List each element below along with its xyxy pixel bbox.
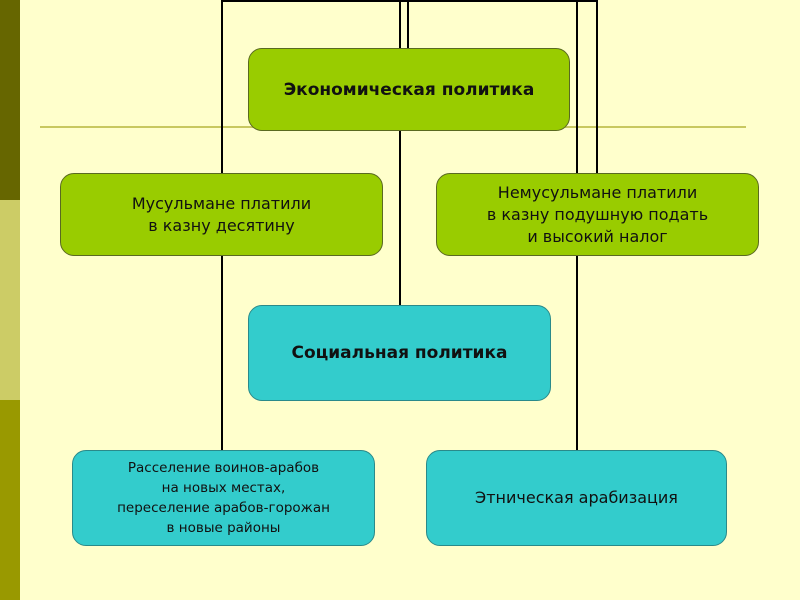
economic-policy-box: Экономическая политика xyxy=(248,48,570,131)
social-policy-box: Социальная политика xyxy=(248,305,551,401)
muslims-tax-text: Мусульмане платили в казну десятину xyxy=(131,193,312,235)
non-muslims-tax-text: Немусульмане платили в казну подушную по… xyxy=(486,182,709,246)
resettlement-box: Расселение воинов-арабов на новых местах… xyxy=(72,450,375,546)
connector-non-muslims xyxy=(596,0,598,174)
connector-social xyxy=(399,0,401,306)
non-muslims-tax-box: Немусульмане платили в казну подушную по… xyxy=(436,173,759,256)
decor-stripe-bottom xyxy=(0,400,20,600)
decor-stripe-top xyxy=(0,0,20,200)
decor-stripe-middle xyxy=(0,200,20,400)
connector-top xyxy=(222,0,598,2)
economic-policy-title: Экономическая политика xyxy=(283,79,535,100)
connector-economic xyxy=(407,0,409,49)
arabization-box: Этническая арабизация xyxy=(426,450,727,546)
social-policy-title: Социальная политика xyxy=(291,343,508,363)
muslims-tax-box: Мусульмане платили в казну десятину xyxy=(60,173,383,256)
arabization-text: Этническая арабизация xyxy=(475,488,678,507)
resettlement-text: Расселение воинов-арабов на новых местах… xyxy=(117,460,330,536)
